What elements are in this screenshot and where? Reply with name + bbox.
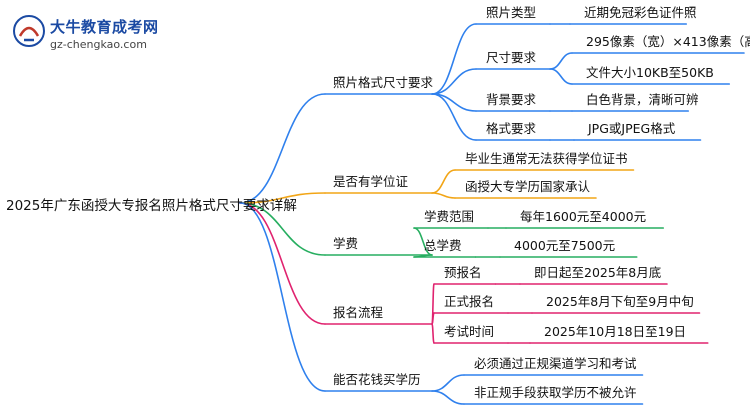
leaf-label: 295像素（宽）×413像素（高） xyxy=(586,34,750,49)
child-label: 学费范围 xyxy=(424,209,474,224)
leaf-label: 近期免冠彩色证件照 xyxy=(584,5,697,20)
child-link xyxy=(431,192,456,199)
leaf-link xyxy=(549,68,573,85)
child-label: 格式要求 xyxy=(486,121,537,136)
leaf-link xyxy=(549,52,573,70)
leaf-label: 即日起至2025年8月底 xyxy=(534,265,661,280)
leaf-label: JPG或JPEG格式 xyxy=(587,121,676,136)
child-link xyxy=(431,23,477,95)
root-node: 2025年广东函授大专报名照片格式尺寸要求详解 xyxy=(6,198,297,214)
child-label: 尺寸要求 xyxy=(486,50,537,65)
child-link xyxy=(431,169,456,194)
leaf-label: 4000元至7500元 xyxy=(514,238,615,253)
child-link xyxy=(431,93,477,141)
child-link xyxy=(431,323,435,344)
child-label: 正式报名 xyxy=(444,294,494,309)
child-label: 毕业生通常无法获得学位证书 xyxy=(465,151,628,166)
leaf-label: 白色背景，清晰可辨 xyxy=(586,92,699,107)
child-label: 照片类型 xyxy=(486,5,536,20)
child-link xyxy=(431,93,477,112)
branch-link xyxy=(239,192,326,204)
branch-link xyxy=(239,202,326,325)
branch-label: 能否花钱买学历 xyxy=(333,372,421,387)
logo-name: 大牛教育成考网 xyxy=(50,18,159,36)
branch-label: 是否有学位证 xyxy=(333,174,409,189)
branch-label: 学费 xyxy=(333,236,358,251)
child-label: 函授大专学历国家承认 xyxy=(465,179,591,194)
logo-url: gz-chengkao.com xyxy=(50,38,147,51)
mindmap-labels: 2025年广东函授大专报名照片格式尺寸要求详解 照片格式尺寸要求 照片类型 近期免冠… xyxy=(6,5,750,400)
child-label: 非正规手段获取学历不被允许 xyxy=(474,385,637,400)
child-label: 背景要求 xyxy=(486,92,537,107)
branch-label: 照片格式尺寸要求 xyxy=(333,75,434,90)
leaf-label: 2025年10月18日至19日 xyxy=(544,324,686,339)
branch-link xyxy=(239,202,326,256)
mindmap-links xyxy=(239,23,745,405)
child-link xyxy=(431,390,465,405)
branch-link xyxy=(239,202,326,392)
branch-link xyxy=(239,93,326,204)
site-logo: 大牛教育成考网 gz-chengkao.com xyxy=(6,12,176,56)
leaf-label: 2025年8月下旬至9月中旬 xyxy=(546,294,694,309)
child-link xyxy=(431,68,477,95)
child-label: 预报名 xyxy=(444,265,482,280)
child-label: 总学费 xyxy=(424,238,462,253)
child-label: 必须通过正规渠道学习和考试 xyxy=(474,356,637,371)
leaf-label: 文件大小10KB至50KB xyxy=(586,65,714,80)
logo-mark-icon xyxy=(13,15,45,47)
child-link xyxy=(431,374,465,392)
child-label: 考试时间 xyxy=(444,324,494,339)
leaf-label: 每年1600元至4000元 xyxy=(520,209,646,224)
branch-label: 报名流程 xyxy=(333,305,384,320)
